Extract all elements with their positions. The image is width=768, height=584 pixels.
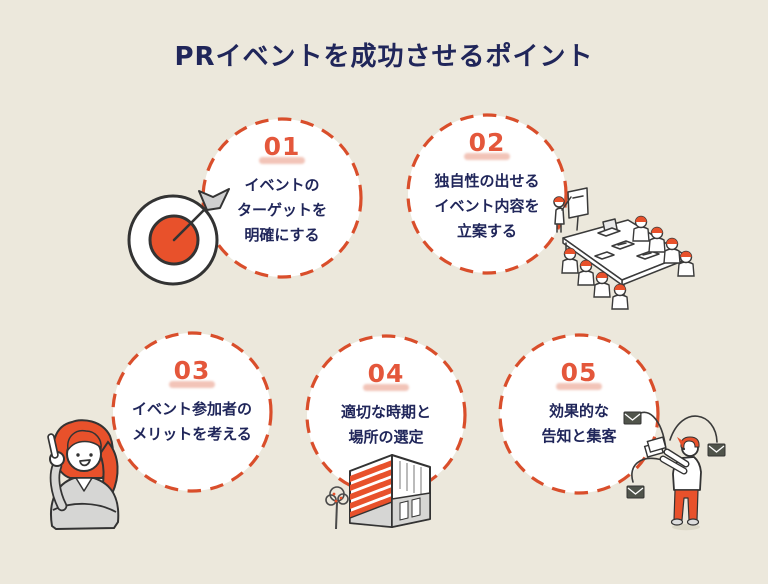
envelope-icon [626, 485, 645, 499]
point-description: 適切な時期と 場所の選定 [341, 400, 431, 450]
point-text-line: 明確にする [244, 226, 320, 244]
point-content: 05 効果的な 告知と集客 [497, 332, 661, 449]
commercial-building-icon [325, 454, 431, 530]
point-text-line: 告知と集客 [541, 427, 617, 445]
point-text-line: 適切な時期と [340, 403, 431, 421]
point-number: 01 [263, 132, 301, 161]
point-card-03: 03 イベント参加者の メリットを考える [110, 330, 274, 494]
number-highlight-swoosh [259, 157, 305, 164]
point-text-line: イベント内容を [434, 197, 540, 215]
point-card-05: 05 効果的な 告知と集客 [497, 332, 661, 496]
point-card-02: 02 独自性の出せる イベント内容を 立案する [405, 112, 569, 276]
point-text-line: 場所の選定 [348, 428, 424, 446]
dashed-ring [498, 333, 660, 495]
point-text-line: メリットを考える [132, 425, 252, 443]
dart-target-icon [127, 188, 230, 286]
number-highlight-swoosh [169, 381, 215, 388]
point-description: イベント参加者の メリットを考える [132, 397, 252, 447]
number-highlight-swoosh [464, 153, 510, 160]
point-description: 独自性の出せる イベント内容を 立案する [434, 169, 539, 244]
point-content: 04 適切な時期と 場所の選定 [304, 333, 468, 450]
point-text-line: イベント参加者の [131, 400, 252, 418]
envelope-icon [707, 443, 726, 457]
point-number: 03 [173, 356, 211, 385]
dashed-ring [111, 331, 273, 493]
point-text-line: イベントの [244, 176, 320, 194]
number-highlight-swoosh [556, 383, 602, 390]
dashed-ring [406, 113, 568, 275]
meeting-person-group [561, 215, 695, 310]
infographic-title: PRイベントを成功させるポイント [174, 42, 594, 72]
point-content: 01 イベントの ターゲットを 明確にする [200, 116, 364, 248]
point-text-line: 効果的な [548, 402, 609, 420]
envelope-icon [623, 411, 642, 425]
point-number: 02 [468, 128, 506, 157]
point-description: イベントの ターゲットを 明確にする [237, 173, 327, 248]
point-text-line: ターゲットを [236, 201, 327, 219]
conference-meeting-icon [553, 187, 695, 310]
point-number: 05 [560, 358, 598, 387]
number-highlight-swoosh [363, 384, 409, 391]
point-text-line: 独自性の出せる [434, 172, 540, 190]
point-number: 04 [367, 359, 405, 388]
point-card-04: 04 適切な時期と 場所の選定 [304, 333, 468, 497]
dashed-ring [201, 117, 363, 279]
pointing-businesswoman-icon [47, 419, 120, 530]
point-text-line: 立案する [456, 222, 517, 240]
point-description: 効果的な 告知と集客 [541, 399, 616, 449]
mail-announcement-icon [623, 411, 726, 531]
point-content: 02 独自性の出せる イベント内容を 立案する [405, 112, 569, 244]
point-content: 03 イベント参加者の メリットを考える [110, 330, 274, 447]
point-card-01: 01 イベントの ターゲットを 明確にする [200, 116, 364, 280]
